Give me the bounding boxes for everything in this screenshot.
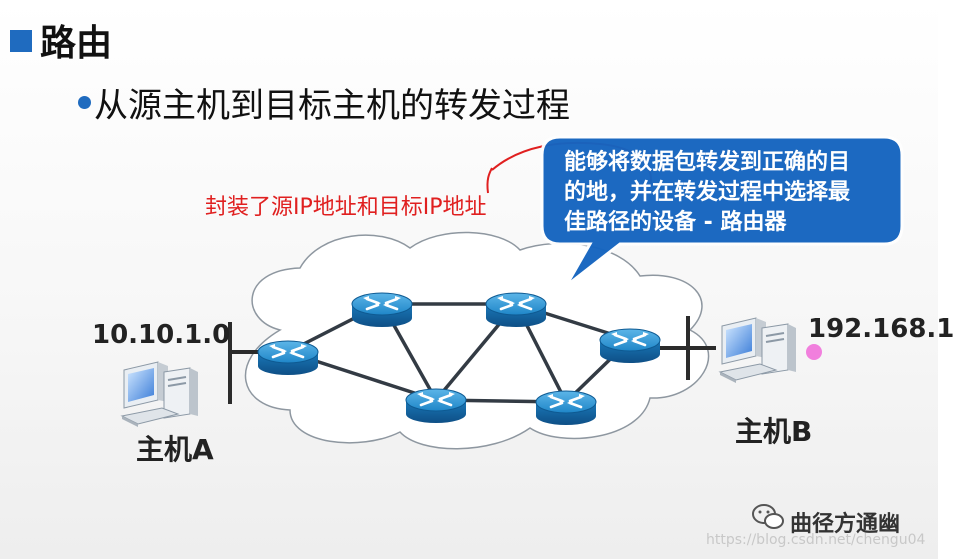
computer-icon <box>719 317 797 384</box>
host-a-label: 主机A <box>136 433 214 466</box>
annotation-arrow <box>486 167 493 194</box>
router-icon <box>598 327 662 365</box>
cloud-icon <box>244 231 710 450</box>
callout-bubble <box>540 135 904 288</box>
callout-line: 佳路径的设备 - 路由器 <box>564 210 787 235</box>
wechat-icon <box>752 504 784 529</box>
watermark-name: 曲径方通幽 <box>790 512 901 537</box>
router-icon <box>404 387 468 425</box>
host-b-label: 主机B <box>735 415 813 448</box>
callout-text: 能够将数据包转发到正确的目 的地，并在转发过程中选择最 佳路径的设备 - 路由器 <box>564 148 884 238</box>
bullet-dot-icon <box>78 96 91 109</box>
annotation-text: 封装了源IP地址和目标IP地址 <box>205 195 487 220</box>
host-a-ip: 10.10.1.0 <box>92 320 231 350</box>
router-icon <box>350 291 414 329</box>
title-square-icon <box>10 30 32 52</box>
watermark-url: https://blog.csdn.net/chengu04 <box>706 532 926 548</box>
pointer-dot <box>806 344 822 360</box>
callout-line: 能够将数据包转发到正确的目 <box>564 150 851 175</box>
slide-title: 路由 <box>40 23 113 64</box>
router-icon <box>534 389 598 427</box>
computer-icon <box>121 361 199 428</box>
host-b-ip: 192.168.1 <box>808 314 954 344</box>
callout-line: 的地，并在转发过程中选择最 <box>564 180 851 205</box>
router-icon <box>256 339 320 377</box>
bullet-text: 从源主机到目标主机的转发过程 <box>94 86 570 126</box>
router-icon <box>484 291 548 329</box>
